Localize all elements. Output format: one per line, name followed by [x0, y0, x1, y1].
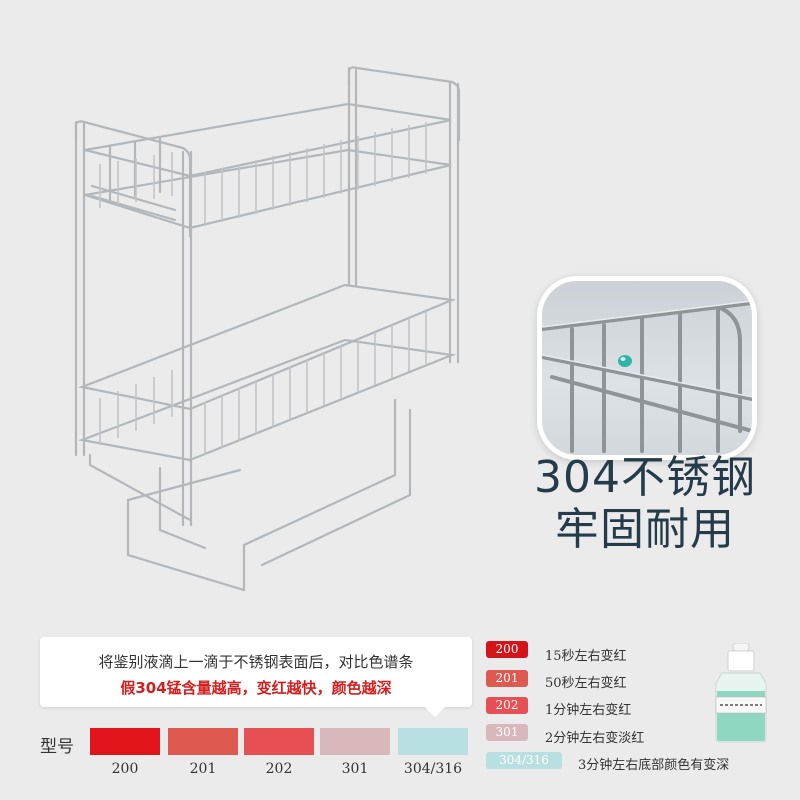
swatch-301: [320, 728, 390, 755]
legend-text-200: 15秒左右变红: [545, 649, 627, 664]
legend-badge-201: 201: [486, 670, 528, 687]
legend-badge-200: 200: [486, 641, 528, 658]
swatch-label-202: 202: [265, 761, 293, 777]
swatch-201: [168, 728, 238, 755]
spectrum-label: 型号: [40, 737, 74, 757]
wire-joint-zoom-view: [537, 276, 757, 460]
legend-text-301: 2分钟左右变淡红: [545, 731, 645, 746]
headline-material: 304不锈钢: [534, 452, 756, 503]
swatch-200: [90, 728, 160, 755]
swatch-label-304-316: 304/316: [403, 761, 463, 777]
legend-badge-202: 202: [486, 697, 528, 714]
warning-text: 假304锰含量越高，变红越快，颜色越深: [120, 679, 392, 697]
swatch-label-301: 301: [341, 761, 369, 777]
swatch-304-316: [398, 728, 468, 755]
legend-text-201: 50秒左右变红: [545, 676, 627, 691]
legend-badge-301: 301: [486, 724, 528, 741]
wire-rack-icon: [74, 66, 461, 592]
legend-text-304-316: 3分钟左右底部颜色有变深: [578, 758, 730, 773]
headline-durable: 牢固耐用: [555, 504, 735, 555]
swatch-202: [244, 728, 314, 755]
swatch-label-201: 201: [189, 761, 217, 777]
wire-joint-zoom-icon: [542, 300, 752, 453]
test-liquid-bottle-icon: [715, 643, 767, 743]
legend-badge-304-316: 304/316: [486, 752, 562, 769]
instruction-callout: 将鉴别液滴上一滴于不锈钢表面后，对比色谱条 假304锰含量越高，变红越快，颜色越…: [40, 637, 472, 717]
swatch-label-200: 200: [111, 761, 139, 777]
instruction-text: 将鉴别液滴上一滴于不锈钢表面后，对比色谱条: [98, 653, 414, 671]
legend-text-202: 1分钟左右变红: [545, 703, 632, 718]
